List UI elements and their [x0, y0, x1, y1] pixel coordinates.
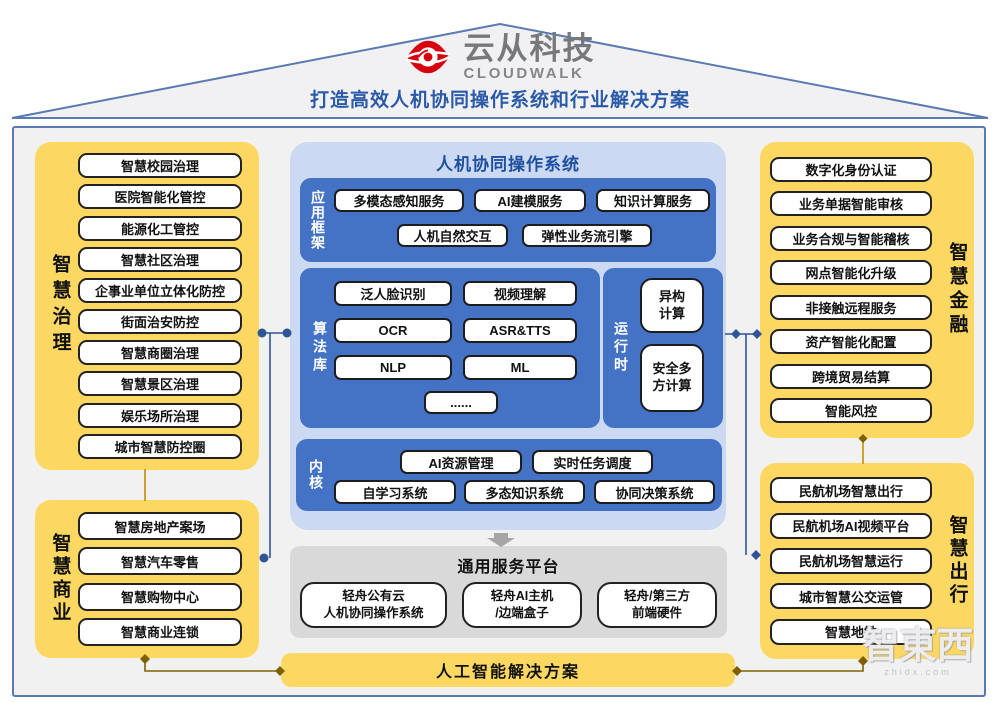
item-pill: 民航机场智慧出行 — [770, 477, 932, 504]
logo-name-en: CLOUDWALK — [463, 65, 585, 82]
ai-solution-bar: 人工智能解决方案 — [281, 653, 735, 687]
tagline: 打造高效人机协同操作系统和行业解决方案 — [309, 90, 690, 111]
item-pill: 智能风控 — [770, 398, 932, 424]
item-pill: 跨境贸易结算 — [770, 363, 932, 389]
finance-items: 数字化身份认证 业务单据智能审核 业务合规与智能稽核 网点智能化升级 非接触远程… — [770, 147, 932, 433]
capability-pill: OCR — [334, 318, 452, 343]
item-pill: 街面治安防控 — [78, 309, 242, 335]
item-pill: 城市智慧防控圈 — [78, 433, 242, 459]
service-platform-box: 通用服务平台 轻舟公有云 人机协同操作系统 轻舟AI主机 /边端盒子 轻舟/第三… — [290, 546, 727, 638]
kernel-label: 内核 — [308, 459, 324, 491]
platform-pill: 轻舟AI主机 /边端盒子 — [462, 582, 582, 628]
panel-label-commerce: 智慧商业 — [49, 533, 71, 625]
logo-name-cn: 云从科技 — [463, 31, 596, 66]
capability-pill: 人机自然交互 — [397, 224, 508, 247]
app-framework-label: 应用框架 — [310, 190, 326, 250]
pill-line: 安全多 — [652, 361, 692, 377]
panel-smart-commerce: 智慧商业 智慧房地产案场 智慧汽车零售 智慧购物中心 智慧商业连锁 — [35, 500, 259, 658]
capability-pill: 实时任务调度 — [532, 450, 653, 474]
item-pill: 智慧景区治理 — [78, 371, 242, 397]
item-pill: 智慧校园治理 — [78, 153, 242, 179]
capability-pill: 弹性业务流引擎 — [522, 224, 652, 247]
panel-label-transport: 智慧出行 — [946, 515, 968, 607]
item-pill: 智慧社区治理 — [78, 246, 242, 272]
item-pill: 非接触远程服务 — [770, 294, 932, 320]
runtime-label: 运行时 — [613, 321, 629, 375]
capability-pill: 安全多 方计算 — [640, 344, 704, 412]
item-pill: 智慧商圈治理 — [78, 340, 242, 366]
logo-text: 云从科技 CLOUDWALK — [464, 33, 596, 81]
capability-pill: 多态知识系统 — [464, 480, 585, 504]
item-pill: 民航机场智慧运行 — [770, 547, 932, 574]
transport-items: 民航机场智慧出行 民航机场AI视频平台 民航机场智慧运行 城市智慧公交运管 智慧… — [770, 468, 932, 654]
capability-pill: 知识计算服务 — [596, 189, 710, 212]
capability-pill: 自学习系统 — [334, 480, 456, 504]
capability-pill: 协同决策系统 — [594, 480, 715, 504]
cloudwalk-logo-icon — [405, 40, 450, 74]
pill-line: 异构 — [658, 288, 685, 304]
runtime-box: 运行时 异构 计算 安全多 方计算 — [603, 268, 723, 428]
capability-pill: 视频理解 — [463, 281, 577, 306]
capability-pill: AI资源管理 — [400, 450, 522, 474]
panel-label-governance: 智慧治理 — [49, 254, 71, 358]
pill-line: 人机协同操作系统 — [323, 606, 424, 620]
governance-items: 智慧校园治理 医院智能化管控 能源化工管控 智慧社区治理 企事业单位立体化防控 … — [78, 147, 242, 465]
item-pill: 智慧汽车零售 — [78, 547, 242, 576]
item-pill: 智慧购物中心 — [78, 582, 242, 611]
item-pill: 民航机场AI视频平台 — [770, 512, 932, 539]
os-container: 人机协同操作系统 应用框架 多模态感知服务 AI建模服务 知识计算服务 人机自然… — [290, 142, 726, 530]
panel-smart-transport: 智慧出行 民航机场智慧出行 民航机场AI视频平台 民航机场智慧运行 城市智慧公交… — [760, 463, 974, 659]
pill-line: 轻舟AI主机 — [490, 589, 554, 604]
item-pill: 业务合规与智能稽核 — [770, 225, 932, 251]
watermark-url: zhidx.com — [884, 667, 952, 677]
pill-line: 轻舟/第三方 — [624, 589, 690, 604]
watermark: 智東西 zhidx.com — [843, 627, 993, 677]
panel-smart-governance: 智慧治理 智慧校园治理 医院智能化管控 能源化工管控 智慧社区治理 企事业单位立… — [35, 142, 259, 470]
pill-line: 计算 — [658, 305, 685, 321]
capability-pill: ASR&TTS — [463, 318, 577, 343]
item-pill: 能源化工管控 — [78, 215, 242, 241]
pill-line: 前端硬件 — [631, 606, 682, 620]
capability-pill: 泛人脸识别 — [334, 281, 452, 306]
capability-pill: 异构 计算 — [640, 278, 704, 333]
capability-pill: 多模态感知服务 — [334, 189, 464, 212]
item-pill: 智慧地铁 — [770, 618, 932, 645]
platform-pill: 轻舟/第三方 前端硬件 — [597, 582, 717, 628]
kernel-box: 内核 AI资源管理 实时任务调度 自学习系统 多态知识系统 协同决策系统 — [296, 439, 722, 511]
platform-pill: 轻舟公有云 人机协同操作系统 — [300, 582, 447, 628]
panel-smart-finance: 智慧金融 数字化身份认证 业务单据智能审核 业务合规与智能稽核 网点智能化升级 … — [760, 142, 974, 438]
algo-library-box: 算法库 泛人脸识别 视频理解 OCR ASR&TTS NLP ML ...... — [300, 268, 600, 428]
item-pill: 医院智能化管控 — [78, 184, 242, 210]
item-pill: 业务单据智能审核 — [770, 191, 932, 217]
panel-label-finance: 智慧金融 — [946, 242, 968, 338]
capability-pill: ML — [463, 355, 577, 380]
item-pill: 资产智能化配置 — [770, 329, 932, 355]
capability-pill-more: ...... — [424, 391, 498, 414]
cloudwalk-logo: 云从科技 CLOUDWALK — [0, 33, 1000, 81]
item-pill: 企事业单位立体化防控 — [78, 277, 242, 303]
app-framework-box: 应用框架 多模态感知服务 AI建模服务 知识计算服务 人机自然交互 弹性业务流引… — [300, 178, 716, 262]
item-pill: 网点智能化升级 — [770, 260, 932, 286]
item-pill: 智慧房地产案场 — [78, 512, 242, 541]
commerce-items: 智慧房地产案场 智慧汽车零售 智慧购物中心 智慧商业连锁 — [78, 505, 242, 653]
capability-pill: NLP — [334, 355, 452, 380]
pill-line: 轻舟公有云 — [342, 589, 405, 604]
item-pill: 娱乐场所治理 — [78, 402, 242, 428]
algo-library-label: 算法库 — [312, 321, 328, 375]
item-pill: 城市智慧公交运管 — [770, 583, 932, 610]
item-pill: 智慧商业连锁 — [78, 617, 242, 646]
item-pill: 数字化身份认证 — [770, 156, 932, 182]
os-title: 人机协同操作系统 — [436, 155, 580, 174]
pill-line: /边端盒子 — [495, 606, 549, 620]
platform-title: 通用服务平台 — [457, 559, 560, 576]
pill-line: 方计算 — [652, 378, 692, 393]
watermark-text: 智東西 — [862, 625, 974, 666]
capability-pill: AI建模服务 — [474, 189, 586, 212]
